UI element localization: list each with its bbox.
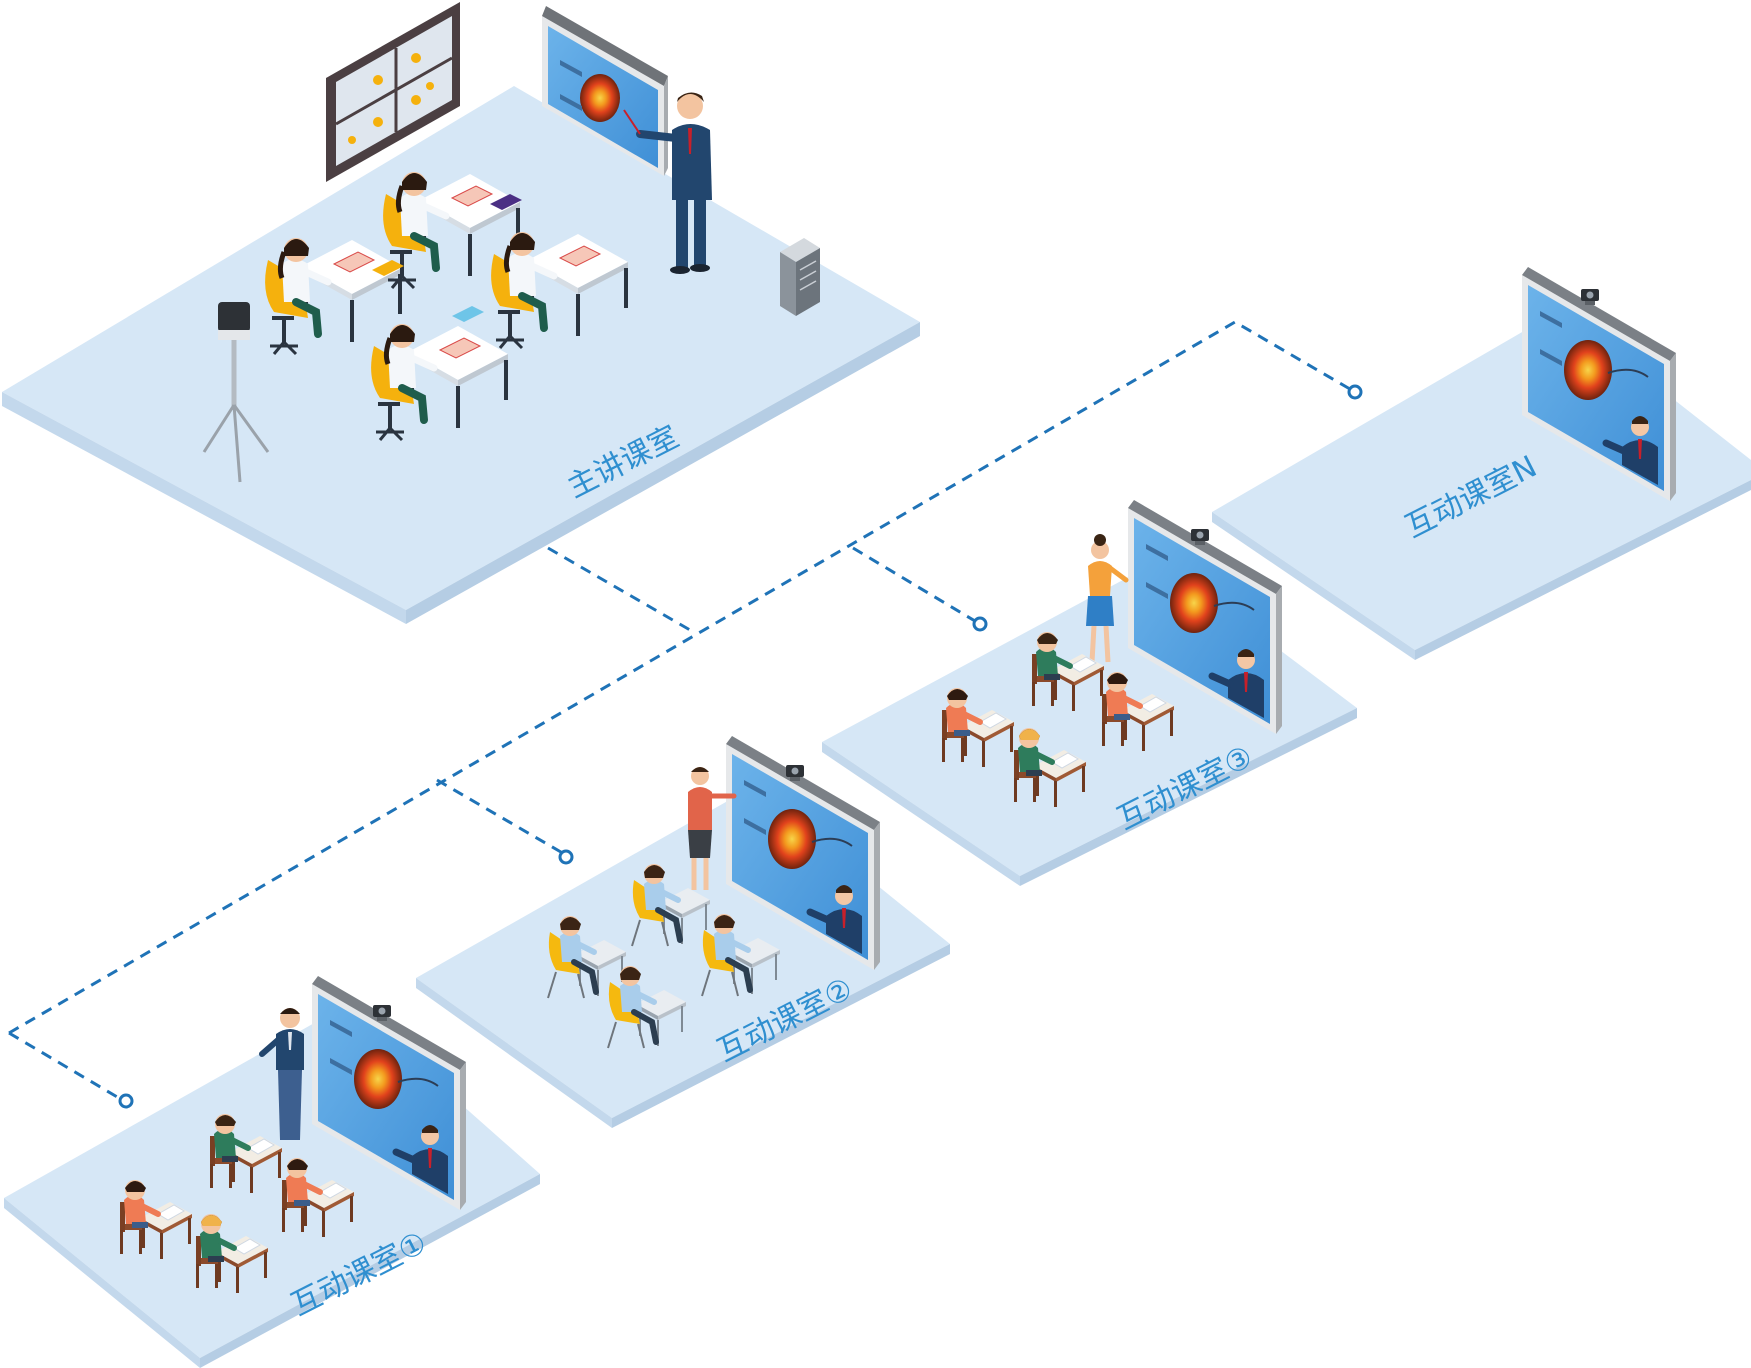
node-room-1 xyxy=(118,1093,134,1109)
classroom-1: 互动课室① xyxy=(4,976,540,1368)
main-lecture-classroom: 主讲课室 xyxy=(2,2,920,624)
classroom-n: 互动课室N xyxy=(1212,267,1751,660)
node-room-n xyxy=(1347,384,1363,400)
local-teacher xyxy=(259,1008,304,1140)
main-whiteboard xyxy=(542,6,668,176)
classroom-2: 互动课室② xyxy=(416,736,950,1128)
lecturer xyxy=(623,92,712,274)
connection-nodes xyxy=(118,384,1363,1109)
local-teacher xyxy=(1086,534,1129,663)
video-wall-monitor xyxy=(326,2,460,182)
server-icon xyxy=(780,238,820,316)
tracking-camera-icon xyxy=(202,302,270,483)
network-connections xyxy=(8,320,1356,1103)
book-icon xyxy=(372,194,522,322)
node-room-2 xyxy=(558,849,574,865)
local-teacher xyxy=(688,767,737,890)
node-room-3 xyxy=(972,616,988,632)
